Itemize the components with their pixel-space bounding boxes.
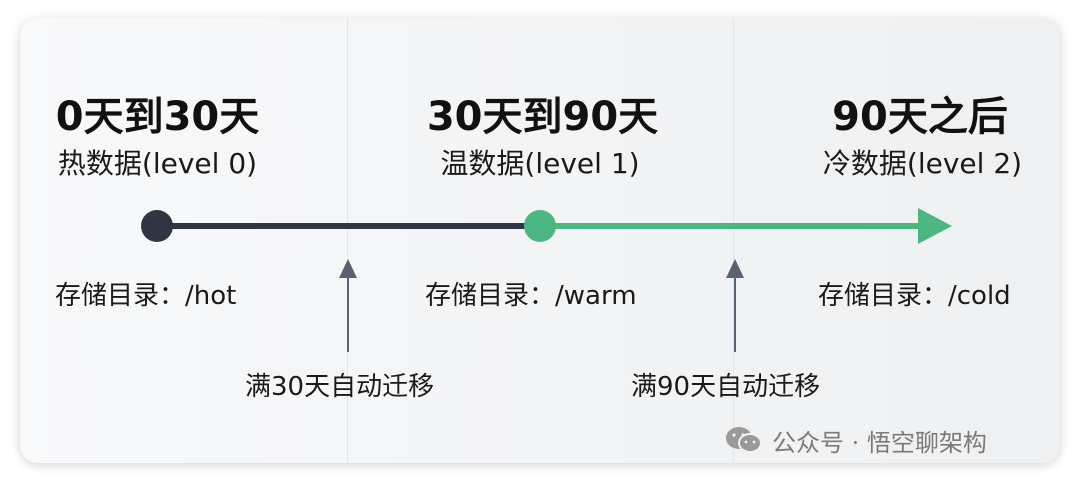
wechat-icon <box>726 427 762 453</box>
stage-warm-period: 30天到90天 <box>426 94 659 140</box>
watermark-text: 公众号 · 悟空聊架构 <box>772 428 987 457</box>
watermark: 公众号 · 悟空聊架构 <box>724 425 987 457</box>
stage-cold-dir: 存储目录：/cold <box>818 281 1011 311</box>
stage-hot-period: 0天到30天 <box>55 94 260 140</box>
stage-hot-level: 热数据(level 0) <box>57 147 258 180</box>
migrate-90-arrowhead <box>726 259 744 278</box>
warm-dot <box>524 210 556 242</box>
stage-cold-period: 90天之后 <box>832 94 1008 140</box>
stage-warm-level: 温数据(level 1) <box>440 147 640 180</box>
hot-dot <box>141 210 173 242</box>
stage-warm-dir: 存储目录：/warm <box>425 281 637 311</box>
migrate-30-arrowhead <box>339 259 357 278</box>
divider-2 <box>733 18 734 463</box>
migration-30-label: 满30天自动迁移 <box>245 372 435 402</box>
migration-90-label: 满90天自动迁移 <box>631 372 821 402</box>
stage-cold-level: 冷数据(level 2) <box>822 147 1023 180</box>
timeline-arrowhead <box>918 208 952 244</box>
stage-hot-dir: 存储目录：/hot <box>55 281 237 311</box>
divider-1 <box>347 18 348 463</box>
